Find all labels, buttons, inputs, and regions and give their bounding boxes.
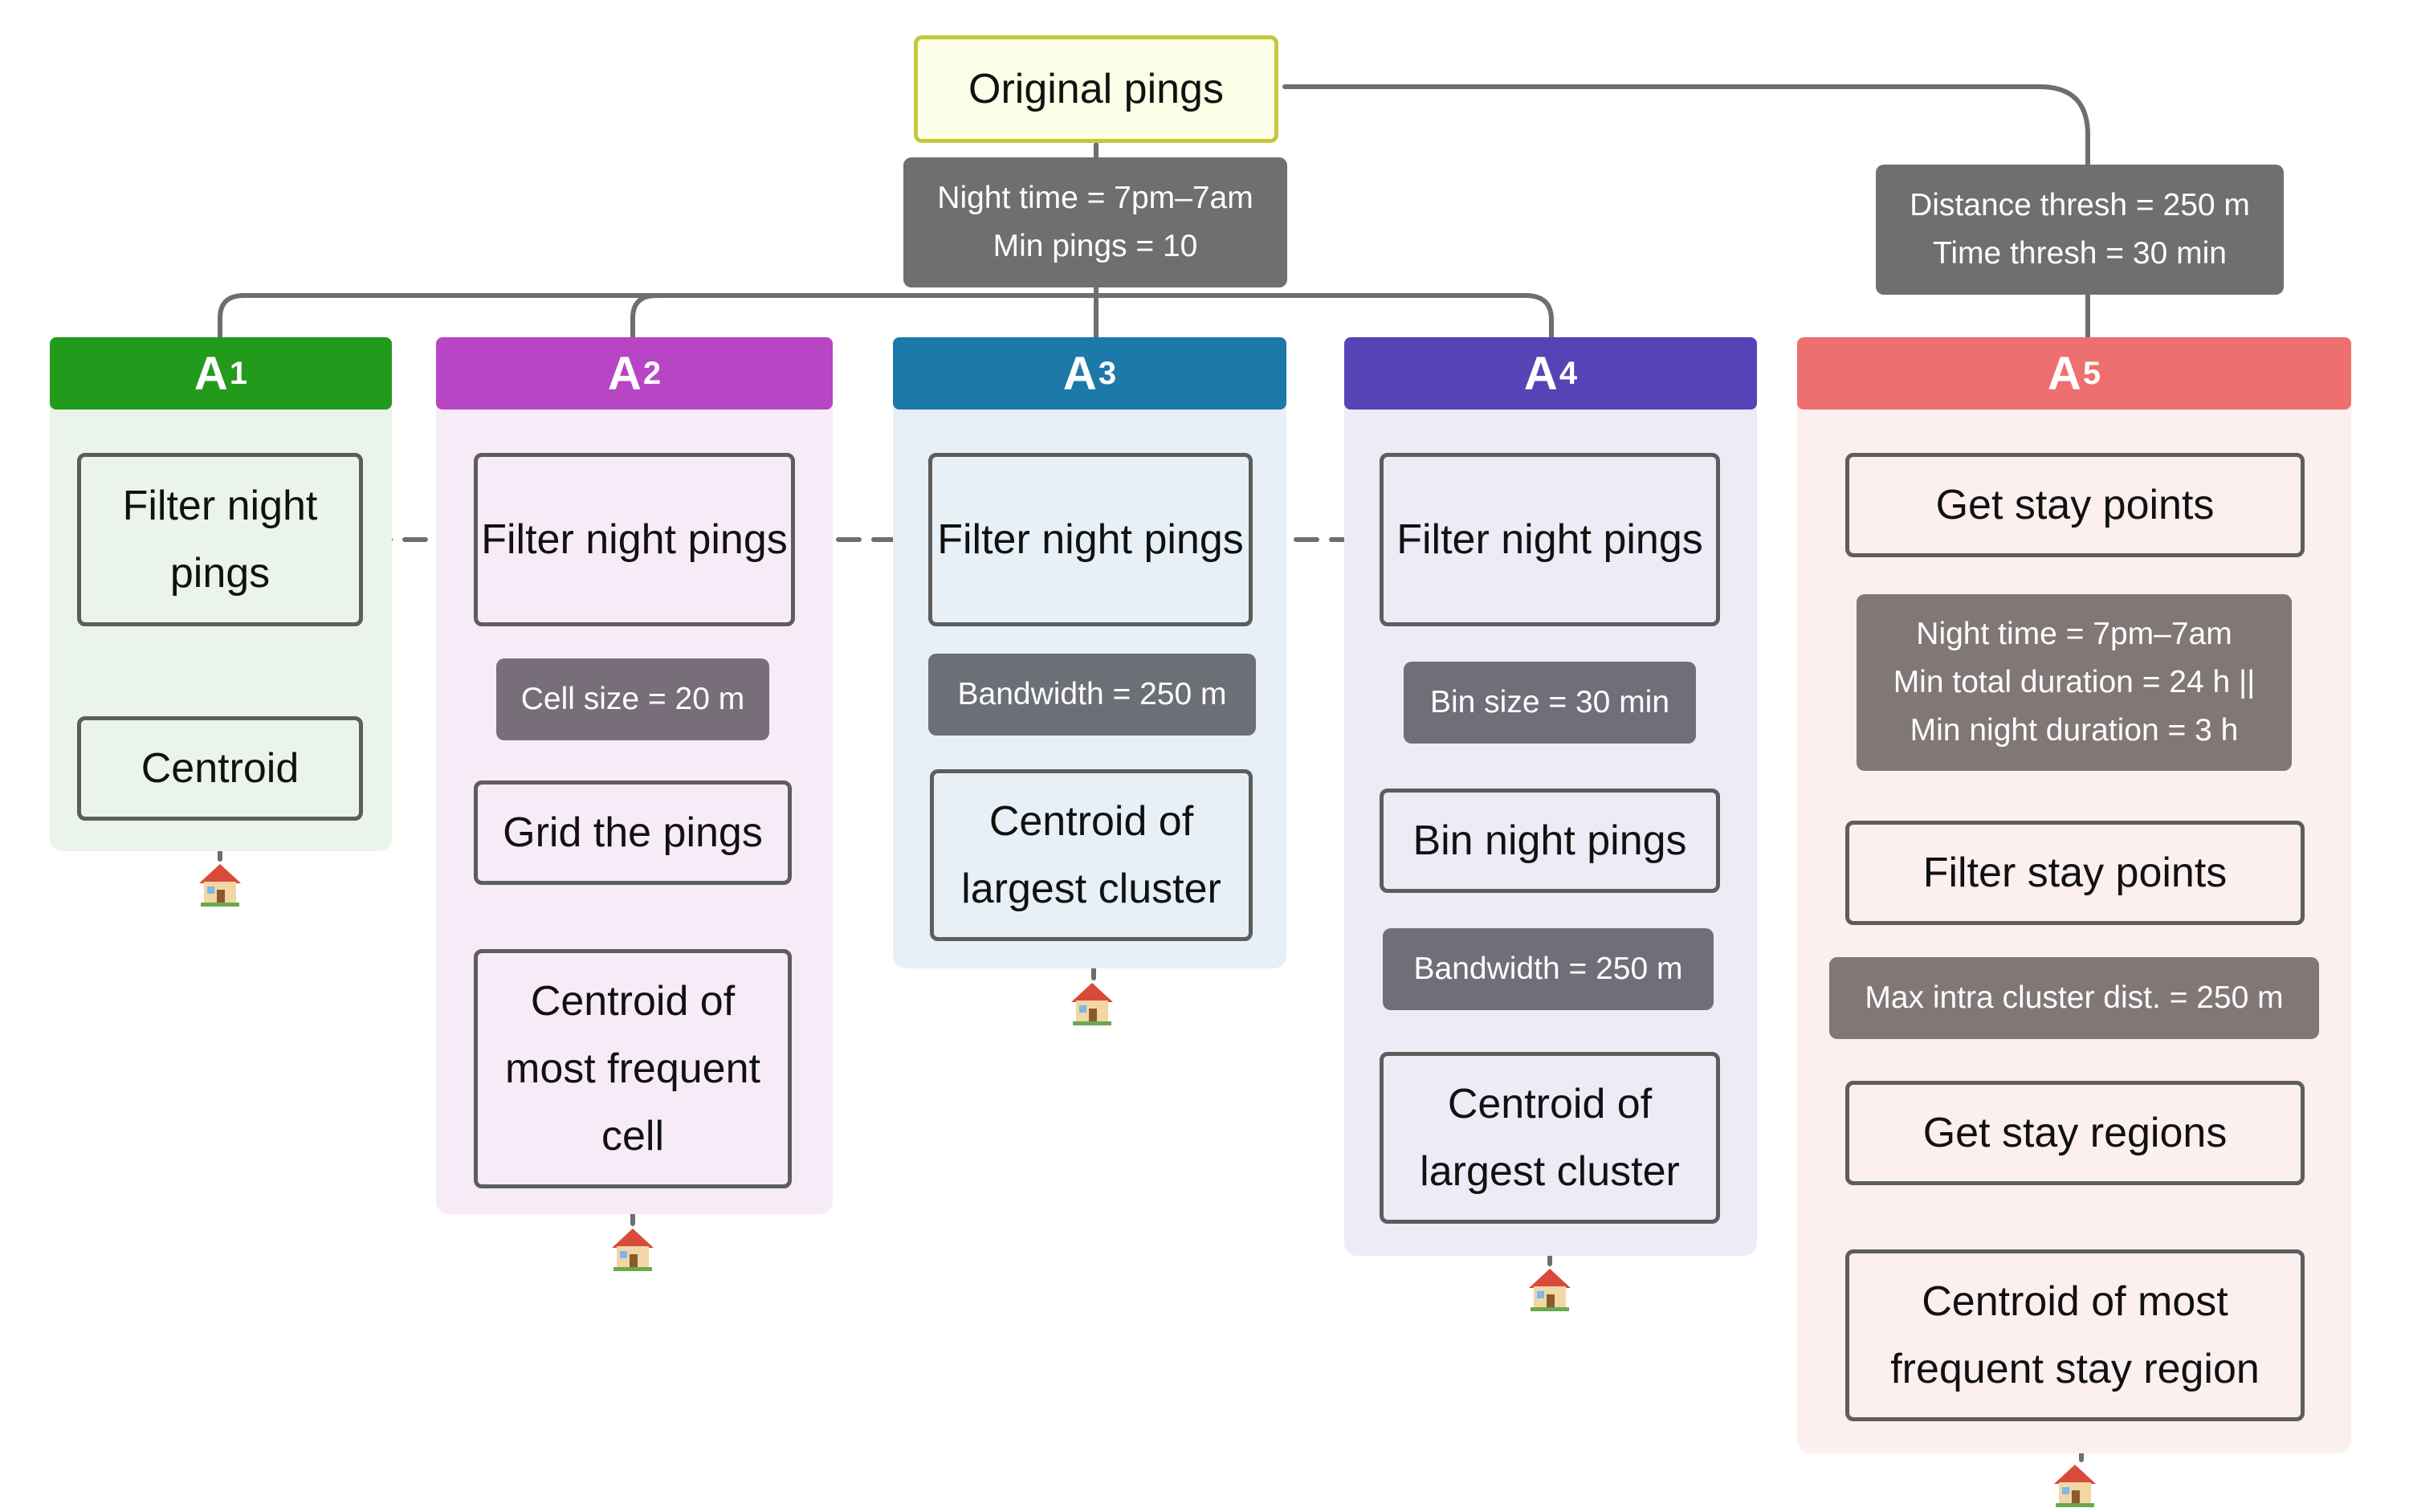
a5-param-1-label: Night time = 7pm–7am Min total duration … [1893,617,2256,748]
a3-param-1-label: Bandwidth = 250 m [957,677,1227,711]
a3-param-bandwidth: Bandwidth = 250 m [928,654,1256,736]
distribution-to-a2 [630,293,659,340]
root-node-label: Original pings [968,66,1224,112]
a1-step-filter-night-pings: Filter night pings [77,453,363,626]
column-a1-subscript: 1 [229,355,248,391]
a5-param-max-intra-cluster-dist: Max intra cluster dist. = 250 m [1829,957,2319,1039]
a4-step-3-label: Centroid of largest cluster [1420,1081,1680,1195]
a5-step-get-stay-regions: Get stay regions [1845,1081,2305,1185]
a5-step-3-label: Get stay regions [1922,1110,2228,1156]
column-a2-subscript: 2 [642,355,662,391]
column-a2-title: A [607,347,642,400]
a3-home-icon [1071,983,1113,1025]
a2-step-grid-the-pings: Grid the pings [474,780,792,885]
param-stay-line-2: Time thresh = 30 min [1933,236,2227,271]
param-night-line-2: Min pings = 10 [993,229,1198,263]
a5-param-night-durations: Night time = 7pm–7am Min total duration … [1857,594,2292,771]
a2-step-2-label: Grid the pings [503,809,763,856]
a3-step-centroid-largest-cluster: Centroid of largest cluster [930,769,1253,941]
a5-step-1-label: Get stay points [1935,482,2215,528]
a5-step-filter-stay-points: Filter stay points [1845,821,2305,925]
a1-step-1-label: Filter night pings [122,483,318,597]
a5-param-2-label: Max intra cluster dist. = 250 m [1865,980,2284,1015]
a4-home-icon [1529,1269,1571,1311]
a5-step-centroid-most-frequent-stay-region: Centroid of most frequent stay region [1845,1249,2305,1421]
night-param-distribution-bar [218,293,1554,340]
a4-step-bin-night-pings: Bin night pings [1380,789,1720,893]
a3-step-filter-night-pings: Filter night pings [928,453,1253,626]
a4-param-2-label: Bandwidth = 250 m [1413,952,1683,986]
a1-step-2-label: Centroid [141,745,300,792]
a5-home-icon [2054,1465,2096,1507]
column-a5-subscript: 5 [2082,355,2101,391]
a4-step-centroid-largest-cluster: Centroid of largest cluster [1380,1052,1720,1224]
a4-param-bin-size: Bin size = 30 min [1404,662,1696,744]
a5-step-4-label: Centroid of most frequent stay region [1890,1278,2260,1392]
param-box-stay-thresholds: Distance thresh = 250 m Time thresh = 30… [1876,165,2284,295]
a1-home-icon [199,864,241,907]
a2-param-cell-size: Cell size = 20 m [496,658,769,740]
column-a4-title: A [1523,347,1558,400]
param-night-line-1: Night time = 7pm–7am [937,181,1253,215]
root-to-stay-param [1282,84,2090,167]
a1-step-centroid: Centroid [77,716,363,821]
a2-step-1-label: Filter night pings [481,516,788,563]
a4-step-filter-night-pings: Filter night pings [1380,453,1720,626]
root-node-original-pings: Original pings [914,35,1278,143]
column-a1-title: A [194,347,228,400]
column-a3-subscript: 3 [1098,355,1117,391]
a4-step-2-label: Bin night pings [1412,817,1687,864]
a3-step-2-label: Centroid of largest cluster [961,798,1221,912]
column-a5-title: A [2047,347,2081,400]
a4-param-1-label: Bin size = 30 min [1429,685,1670,719]
a2-param-1-label: Cell size = 20 m [520,682,745,716]
a5-step-2-label: Filter stay points [1922,850,2228,896]
column-a4-subscript: 4 [1559,355,1578,391]
a2-step-filter-night-pings: Filter night pings [474,453,795,626]
a4-step-1-label: Filter night pings [1396,516,1703,563]
a4-param-bandwidth: Bandwidth = 250 m [1383,928,1714,1010]
a3-step-1-label: Filter night pings [937,516,1244,563]
a2-home-icon [612,1229,654,1271]
a2-step-3-label: Centroid of most frequent cell [505,978,760,1159]
param-box-night-time: Night time = 7pm–7am Min pings = 10 [903,157,1287,287]
a2-step-centroid-most-frequent-cell: Centroid of most frequent cell [474,949,792,1188]
param-stay-line-1: Distance thresh = 250 m [1910,188,2250,222]
column-a3-title: A [1062,347,1097,400]
a5-step-get-stay-points: Get stay points [1845,453,2305,557]
